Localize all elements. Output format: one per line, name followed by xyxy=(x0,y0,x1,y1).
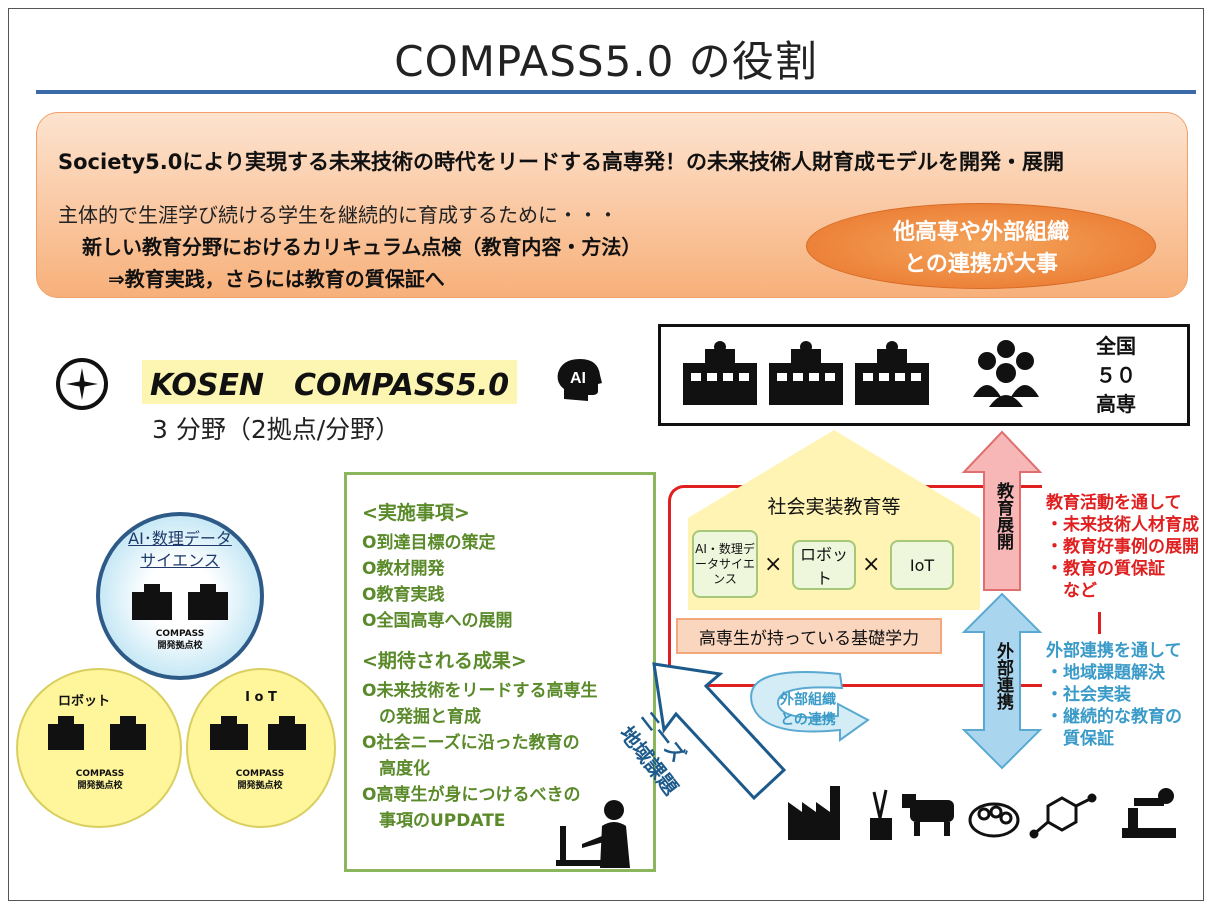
external-item: 質保証 xyxy=(1046,729,1114,749)
education-arrow-label: 教育展開 xyxy=(993,482,1013,550)
school-icon xyxy=(210,716,306,750)
implementation-list: O到達目標の策定 O教材開発 O教育実践 O全国高専への展開 xyxy=(362,530,512,634)
fields-subtitle: 3 分野（2拠点/分野） xyxy=(152,415,401,444)
implementation-box xyxy=(344,472,656,872)
cow-icon xyxy=(902,794,954,836)
basic-skills-box: 高専生が持っている基礎学力 xyxy=(676,618,942,654)
implementation-item: O全国高専への展開 xyxy=(362,611,513,631)
ai-data-science-box: AI・数理データサイエンス xyxy=(692,530,758,598)
agriculture-icon xyxy=(870,789,892,840)
education-lead: 教育活動を通して xyxy=(1046,493,1182,513)
compass-icon xyxy=(56,358,108,410)
ai-data-science-circle xyxy=(96,512,264,680)
outcomes-list: O未来技術をリードする高専生 の発掘と育成 O社会ニーズに沿った教育の 高度化 … xyxy=(362,678,597,834)
robot-caption-1: COMPASS xyxy=(75,769,125,779)
banner-line-3: ⇒教育実践，さらには教育の質保証へ xyxy=(108,267,445,291)
student-at-computer-icon xyxy=(556,800,630,868)
school-icon xyxy=(132,584,228,620)
page-title: COMPASS5.0 の役割 xyxy=(394,37,818,86)
ai-circle-label-1: AI･数理データ xyxy=(128,529,232,548)
robot-caption-2: 開発拠点校 xyxy=(77,781,123,791)
school-building-icons xyxy=(683,340,1039,407)
outcome-line: の発掘と育成 xyxy=(362,707,481,727)
iot-circle-caption: COMPASS 開発拠点校 xyxy=(190,768,330,792)
external-arrow xyxy=(962,592,1042,770)
collaboration-oval: 他高専や外部組織 との連携が大事 xyxy=(806,203,1156,289)
national-kosen-label: 全国 ５０ 高専 xyxy=(1066,332,1166,419)
times-symbol: × xyxy=(862,552,881,577)
ai-circle-label: AI･数理データ サイエンス xyxy=(100,528,260,572)
outer-link-line-2: との連携 xyxy=(780,712,836,728)
external-item: ・社会実装 xyxy=(1046,685,1131,705)
national-line-1: 全国 xyxy=(1096,334,1136,358)
national-kosen-box xyxy=(658,324,1190,426)
needs-arrow xyxy=(652,662,787,801)
iot-circle-label: I o T xyxy=(245,690,277,705)
education-outcomes: 教育活動を通して ・未来技術人材育成 ・教育好事例の展開 ・教育の質保証 など xyxy=(1046,492,1199,602)
school-icon xyxy=(683,341,929,405)
times-symbol: × xyxy=(764,552,783,577)
external-arrow-label: 外部連携 xyxy=(993,642,1013,710)
education-item: ・未来技術人材育成 xyxy=(1046,515,1199,535)
implementation-item: O到達目標の策定 xyxy=(362,533,496,553)
food-bowl-icon xyxy=(968,802,1020,838)
robot-box: ロボット xyxy=(792,540,856,590)
kosen-compass-title: KOSEN COMPASS5.0 xyxy=(142,360,518,404)
education-item: ・教育好事例の展開 xyxy=(1046,537,1199,557)
implementation-item: O教育実践 xyxy=(362,585,445,605)
national-line-3: 高専 xyxy=(1096,392,1136,416)
iot-caption-1: COMPASS xyxy=(235,769,285,779)
implementation-item: O教材開発 xyxy=(362,559,445,579)
robot-circle-label: ロボット xyxy=(58,694,111,709)
robot-arm-icon xyxy=(1122,788,1176,838)
outer-link-line-1: 外部組織 xyxy=(780,692,836,708)
outcome-line: O未来技術をリードする高専生 xyxy=(362,681,598,701)
outcome-line: 高度化 xyxy=(362,759,430,779)
robot-circle-caption: COMPASS 開発拠点校 xyxy=(30,768,170,792)
education-item: ・教育の質保証 xyxy=(1046,559,1165,579)
school-icon xyxy=(48,716,146,750)
external-item: ・地域課題解決 xyxy=(1046,663,1165,683)
factory-icon xyxy=(788,786,840,840)
education-item: など xyxy=(1046,581,1097,601)
iot-box: IoT xyxy=(890,540,954,590)
ai-circle-caption: COMPASS 開発拠点校 xyxy=(100,628,260,652)
molecule-icon xyxy=(1029,793,1097,839)
ai-badge-text: AI xyxy=(570,370,586,387)
oval-line-2: との連携が大事 xyxy=(904,252,1058,277)
ai-circle-label-2: サイエンス xyxy=(140,551,220,570)
ai-caption-1: COMPASS xyxy=(155,629,205,639)
outcomes-heading: <期待される成果> xyxy=(362,650,527,672)
education-arrow xyxy=(962,430,1042,591)
house-title: 社会実装教育等 xyxy=(767,496,901,518)
banner-headline: Society5.0により実現する未来技術の時代をリードする高専発！の未来技術人… xyxy=(58,150,1064,174)
industry-icons xyxy=(788,786,1176,840)
outer-link-label: 外部組織 との連携 xyxy=(780,690,836,730)
national-line-2: ５０ xyxy=(1096,363,1136,387)
connector-line xyxy=(1098,612,1101,634)
outcome-line: O社会ニーズに沿った教育の xyxy=(362,733,580,753)
oval-line-1: 他高専や外部組織 xyxy=(892,220,1069,245)
title-divider xyxy=(36,90,1196,94)
banner-line-1: 主体的で生涯学び続ける学生を継続的に育成するために・・・ xyxy=(58,203,618,227)
implementation-heading: <実施事項> xyxy=(362,502,470,524)
slide-frame xyxy=(8,8,1204,901)
curved-link-arrow xyxy=(750,671,870,742)
ai-head-icon: AI xyxy=(554,355,604,405)
people-group-icon xyxy=(973,340,1039,407)
outcome-line: 事項のUPDATE xyxy=(362,811,506,831)
outcome-line: O高専生が身につけるべきの xyxy=(362,785,581,805)
robot-circle xyxy=(16,668,182,828)
ai-caption-2: 開発拠点校 xyxy=(157,641,203,651)
banner-line-2: 新しい教育分野におけるカリキュラム点検（教育内容・方法） xyxy=(82,235,642,259)
external-item: ・継続的な教育の xyxy=(1046,707,1182,727)
external-lead: 外部連携を通して xyxy=(1046,641,1182,661)
iot-caption-2: 開発拠点校 xyxy=(237,781,283,791)
external-outcomes: 外部連携を通して ・地域課題解決 ・社会実装 ・継続的な教育の 質保証 xyxy=(1046,640,1182,750)
